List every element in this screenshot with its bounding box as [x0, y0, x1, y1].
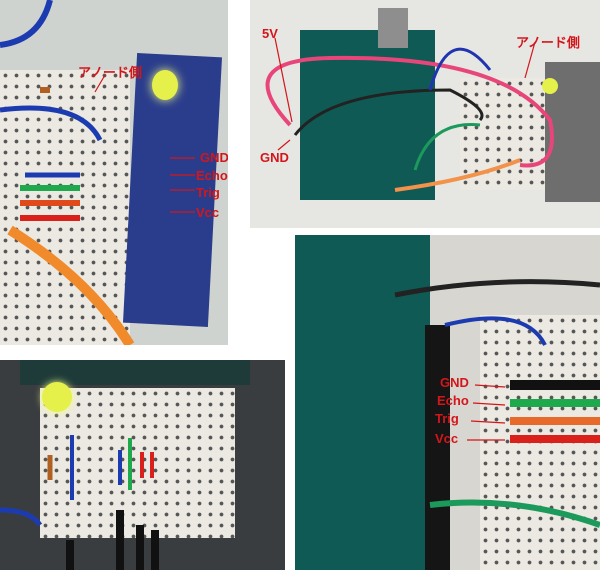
usb-port	[378, 8, 408, 48]
photo-sensor-closeup: アノード側 GND Echo Trig Vcc	[0, 0, 228, 345]
anode-side-label: アノード側	[516, 35, 580, 50]
pin-header	[425, 325, 450, 570]
gnd-label: GND	[440, 375, 469, 390]
gnd-label: GND	[200, 150, 228, 165]
photo-overview: 5V GND アノード側	[250, 0, 600, 228]
trig-label: Trig	[196, 185, 220, 200]
breadboard	[460, 78, 555, 190]
vcc-label: Vcc	[196, 205, 220, 220]
led	[42, 382, 72, 412]
echo-label: Echo	[196, 168, 228, 183]
led	[152, 70, 178, 100]
wires	[265, 37, 554, 192]
anode-side-label: アノード側	[78, 65, 142, 80]
photo-breadboard	[0, 360, 285, 570]
vcc-label: Vcc	[435, 431, 459, 446]
wires	[0, 0, 195, 345]
breadboard	[0, 70, 130, 345]
gnd-label: GND	[260, 150, 289, 165]
echo-label: Echo	[437, 393, 469, 408]
wires	[394, 279, 600, 528]
trig-label: Trig	[435, 411, 459, 426]
5v-label: 5V	[262, 26, 278, 41]
wires	[0, 435, 159, 570]
arduino-edge	[20, 360, 250, 385]
led	[542, 78, 558, 94]
photo-wiring-closeup: GND Echo Trig Vcc	[295, 235, 600, 570]
